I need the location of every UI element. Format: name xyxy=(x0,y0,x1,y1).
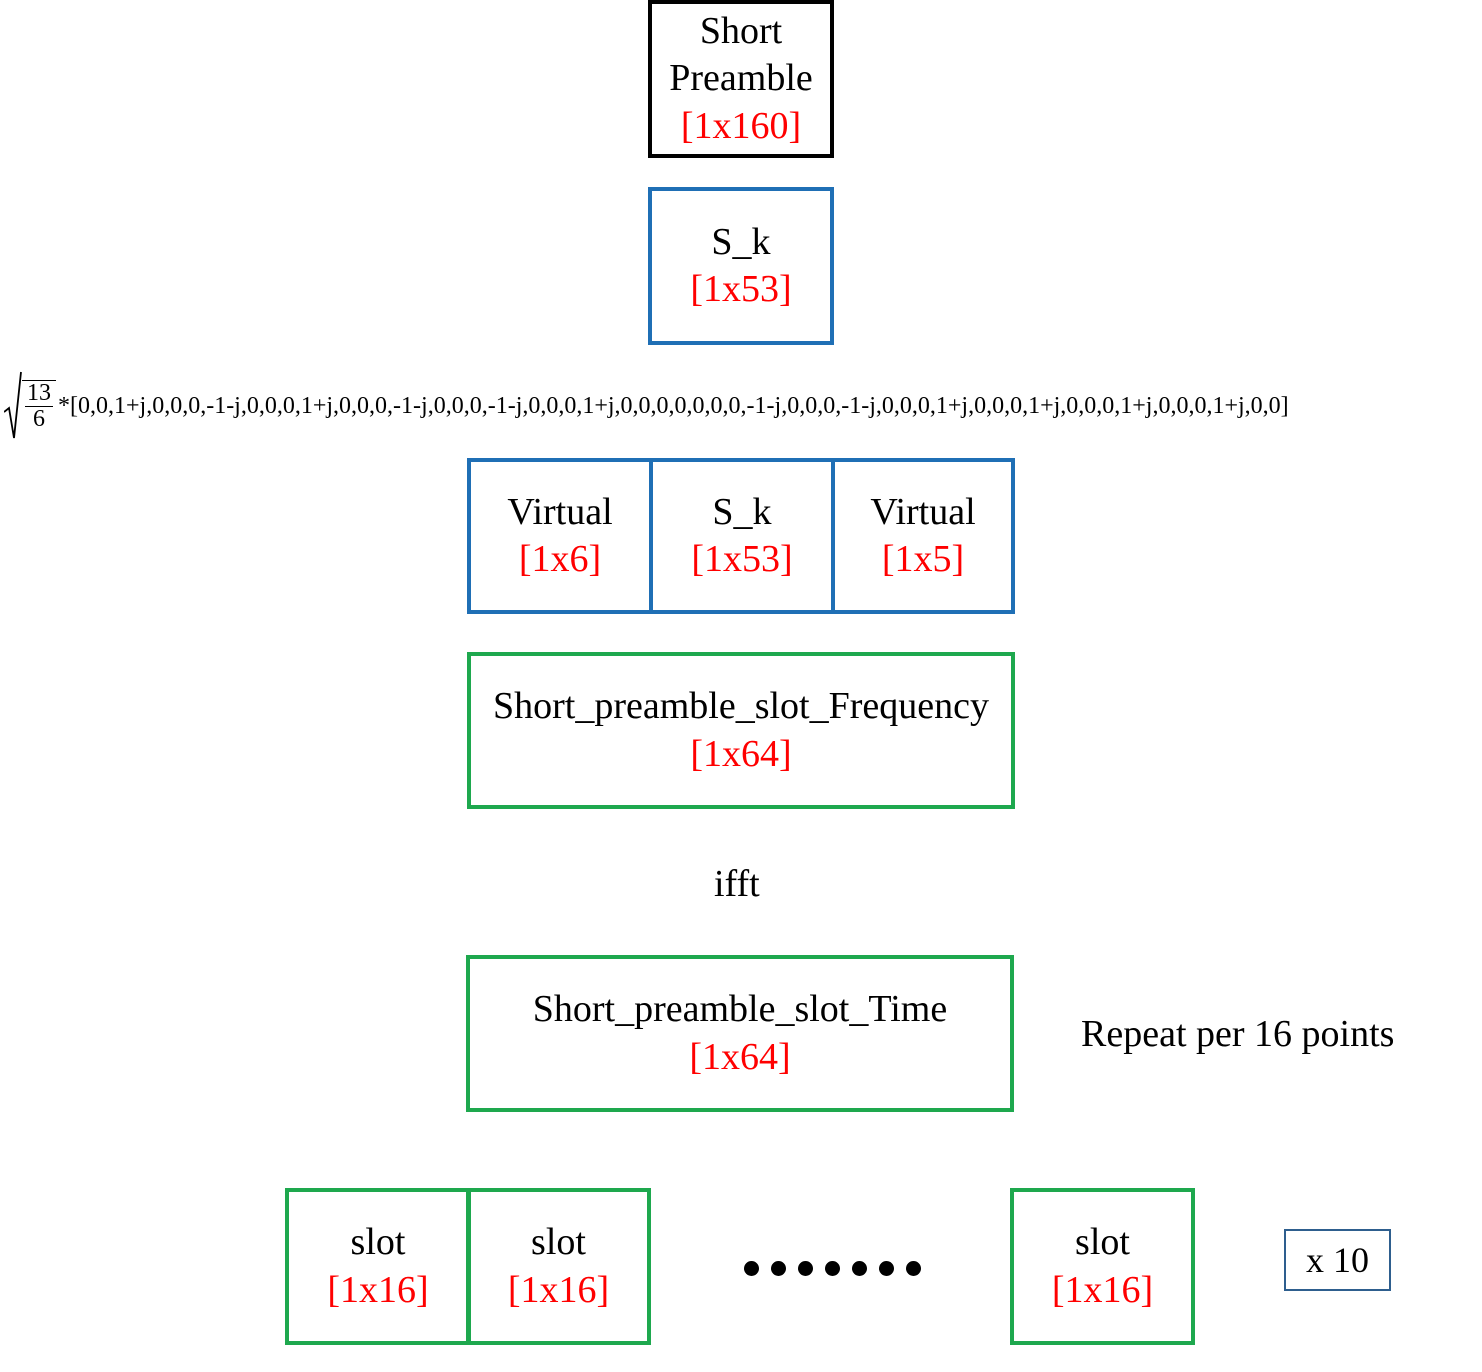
slot-last-label: slot xyxy=(1075,1221,1130,1263)
virtual-left-box: Virtual [1x6] xyxy=(467,458,653,614)
slot-last-dim: [1x16] xyxy=(1051,1268,1154,1311)
freq-slot-box: Short_preamble_slot_Frequency [1x64] xyxy=(467,652,1015,809)
dot xyxy=(852,1261,867,1276)
dot xyxy=(825,1261,840,1276)
sqrt-symbol: 13 6 xyxy=(4,370,56,442)
formula-denominator: 6 xyxy=(33,406,45,432)
virtual-right-label: Virtual xyxy=(870,490,976,533)
radical-sign xyxy=(4,371,22,439)
dot xyxy=(744,1261,759,1276)
slot-2-dim: [1x16] xyxy=(507,1268,610,1311)
s-k-box: S_k [1x53] xyxy=(648,187,834,345)
slot-2-label: slot xyxy=(531,1221,586,1263)
freq-slot-dim: [1x64] xyxy=(690,732,792,775)
s-k-middle-label: S_k xyxy=(712,490,772,533)
time-slot-dim: [1x64] xyxy=(689,1035,791,1078)
s-k-dim: [1x53] xyxy=(690,268,792,310)
time-slot-label: Short_preamble_slot_Time xyxy=(532,988,948,1030)
virtual-right-dim: [1x5] xyxy=(881,538,965,580)
s-k-middle-box: S_k [1x53] xyxy=(649,458,835,614)
time-slot-box: Short_preamble_slot_Time [1x64] xyxy=(466,955,1014,1112)
repeat-count-box: x 10 xyxy=(1284,1229,1391,1291)
virtual-left-dim: [1x6] xyxy=(518,538,602,580)
dot xyxy=(906,1261,921,1276)
slot-1-label: slot xyxy=(350,1221,406,1263)
virtual-right-box: Virtual [1x5] xyxy=(831,458,1015,614)
short-preamble-label-line2: Preamble xyxy=(669,57,813,100)
freq-slot-label: Short_preamble_slot_Frequency xyxy=(492,685,989,727)
ifft-label: ifft xyxy=(714,863,760,905)
dot xyxy=(879,1261,894,1276)
short-preamble-box: Short Preamble [1x160] xyxy=(648,0,834,158)
s-k-label: S_k xyxy=(711,220,771,263)
formula-numerator: 13 xyxy=(25,379,53,407)
s-k-formula: 13 6 *[0,0,1+j,0,0,0,-1-j,0,0,0,1+j,0,0,… xyxy=(4,370,1289,442)
dot xyxy=(771,1261,786,1276)
dot xyxy=(798,1261,813,1276)
ellipsis-dots xyxy=(744,1261,921,1276)
repeat-label: Repeat per 16 points xyxy=(1081,1013,1395,1055)
formula-vector: *[0,0,1+j,0,0,0,-1-j,0,0,0,1+j,0,0,0,-1-… xyxy=(58,392,1289,419)
short-preamble-label-line1: Short xyxy=(699,9,783,52)
virtual-left-label: Virtual xyxy=(507,490,613,533)
s-k-middle-dim: [1x53] xyxy=(691,538,793,580)
slot-box-last: slot [1x16] xyxy=(1010,1188,1195,1345)
slot-box-2: slot [1x16] xyxy=(466,1188,651,1345)
repeat-count-label: x 10 xyxy=(1306,1240,1369,1280)
formula-fraction: 13 6 xyxy=(22,379,56,432)
slot-1-dim: [1x16] xyxy=(327,1268,429,1311)
slot-box-1: slot [1x16] xyxy=(285,1188,471,1345)
short-preamble-dim: [1x160] xyxy=(680,104,802,147)
